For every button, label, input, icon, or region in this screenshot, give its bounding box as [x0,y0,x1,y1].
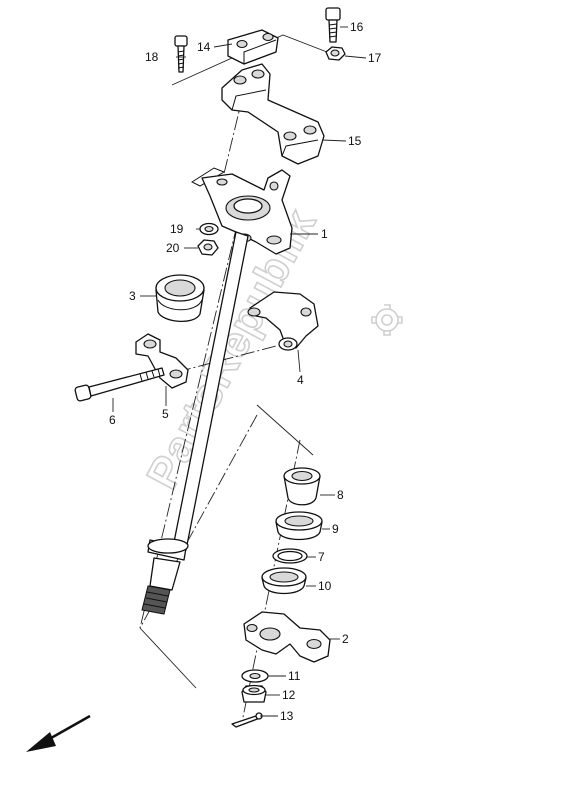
part-6-bolt [74,367,165,402]
part-15-handlebar-holder-lower [221,63,325,165]
callout-labels: 1 2 3 4 5 6 7 8 9 10 11 12 13 14 15 16 1… [109,20,382,723]
part-9-bearing [275,511,323,541]
callout-18: 18 [145,50,159,64]
part-11-washer [241,669,269,683]
part-16-bolt [325,7,341,43]
part-3-bushing [155,274,205,322]
callout-19: 19 [170,222,184,236]
part-7-ring [272,548,308,564]
callout-9: 9 [332,522,339,536]
callout-leaders [112,26,367,717]
front-direction-arrow-icon [26,714,91,752]
callout-5: 5 [162,407,169,421]
steering-shaft [141,231,249,615]
callout-12: 12 [282,688,296,702]
part-5-shaft-holder [135,333,189,389]
frame-outline [139,34,328,689]
part-8-bushing [283,467,321,506]
callout-2: 2 [342,632,349,646]
callout-4: 4 [297,373,304,387]
callout-8: 8 [337,488,344,502]
part-17-nut [325,46,346,61]
callout-14: 14 [197,40,211,54]
part-19-washer [199,222,219,236]
callout-16: 16 [350,20,364,34]
callout-11: 11 [288,669,301,683]
callout-7: 7 [318,550,325,564]
callout-17: 17 [368,51,382,65]
callout-6: 6 [109,413,116,427]
callout-13: 13 [280,709,294,723]
watermark-gear-icon [371,304,403,336]
part-13-cotter-pin [231,712,263,728]
callout-1: 1 [321,227,328,241]
part-14-handlebar-holder-upper [227,29,279,65]
part-20-nut [197,239,219,256]
callout-10: 10 [318,579,332,593]
part-18-bolt [174,35,188,73]
part-12-castle-nut [241,684,267,703]
part-1-steering-bracket-upper [190,167,293,255]
callout-15: 15 [348,134,362,148]
part-4-shaft-holder [247,291,319,351]
part-2-steering-bracket-lower [243,611,331,663]
callout-3: 3 [129,289,136,303]
callout-20: 20 [166,241,180,255]
part-10-oil-seal [261,567,307,595]
